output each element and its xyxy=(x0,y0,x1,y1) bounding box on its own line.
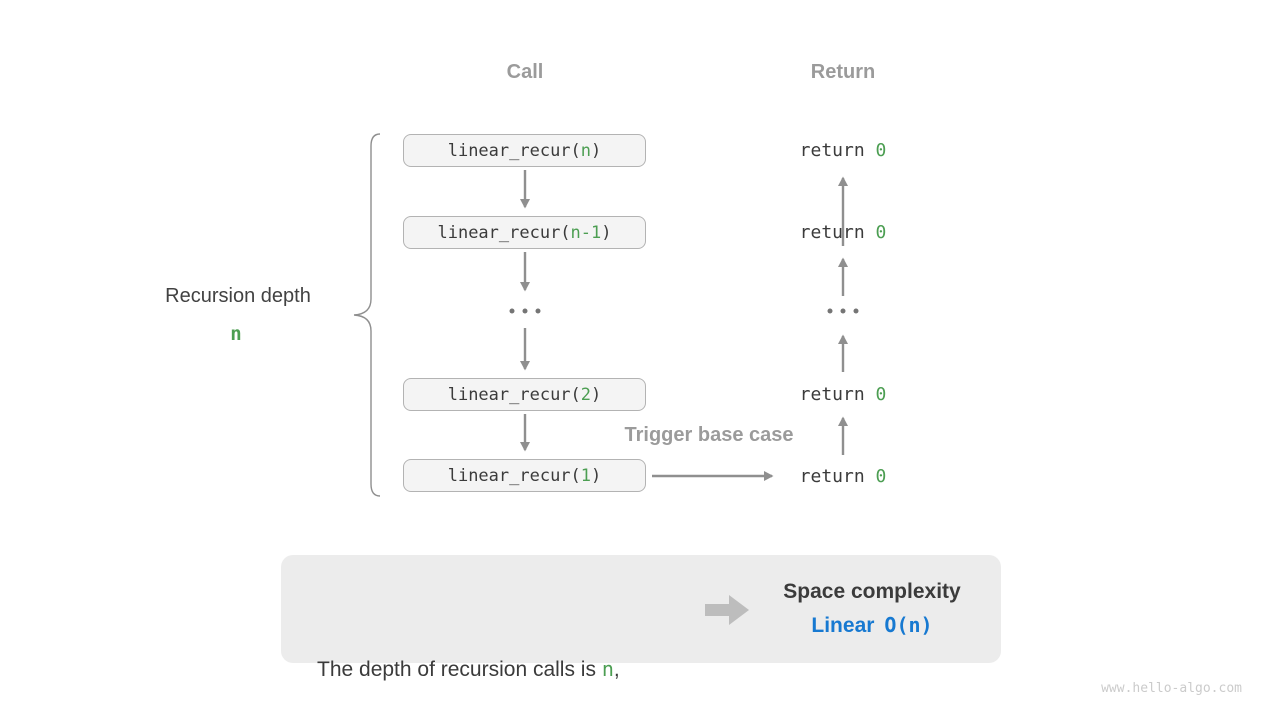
dot xyxy=(827,308,833,314)
code-text: ) xyxy=(591,140,602,161)
code-arg: 1 xyxy=(580,465,592,486)
return-value: 0 xyxy=(875,222,887,243)
return-value: 0 xyxy=(875,466,887,487)
dot xyxy=(535,308,541,314)
summary-code-arg: n xyxy=(601,657,614,681)
code-text: linear_recur( xyxy=(447,384,581,405)
summary-description: The depth of recursion calls is n, using… xyxy=(317,572,620,720)
return-column-header: Return xyxy=(810,61,876,83)
recursion-depth-value: n xyxy=(230,323,242,345)
dot xyxy=(509,308,515,314)
return-statement-4: return 0 xyxy=(800,467,887,487)
space-complexity-title: Space complexity xyxy=(783,580,961,603)
call-column-header: Call xyxy=(506,61,544,83)
return-statement-2: return 0 xyxy=(800,223,887,243)
return-ellipsis xyxy=(827,308,859,314)
code-text: linear_recur( xyxy=(447,465,581,486)
dot xyxy=(840,308,846,314)
code-text: ) xyxy=(591,384,602,405)
return-keyword: return xyxy=(799,466,876,487)
call-box-row-4: linear_recur(1) xyxy=(403,459,646,492)
recursion-depth-label: Recursion depth xyxy=(165,285,311,307)
dot xyxy=(522,308,528,314)
space-complexity-value: Linear O(n) xyxy=(783,613,960,638)
code-text: ) xyxy=(591,465,602,486)
summary-conclusion: Space complexity Linear O(n) xyxy=(783,580,960,638)
code-text: linear_recur( xyxy=(437,222,571,243)
call-box-row-2: linear_recur(n-1) xyxy=(403,216,646,249)
return-statement-1: return 0 xyxy=(800,141,887,161)
return-keyword: return xyxy=(799,384,876,405)
call-box-row-1: linear_recur(n) xyxy=(403,134,646,167)
code-arg: n-1 xyxy=(570,222,602,243)
return-keyword: return xyxy=(799,140,876,161)
return-keyword: return xyxy=(799,222,876,243)
complexity-notation: O(n) xyxy=(884,613,933,637)
code-arg: n xyxy=(580,140,592,161)
call-box-row-3: linear_recur(2) xyxy=(403,378,646,411)
summary-panel xyxy=(281,555,1001,663)
return-value: 0 xyxy=(875,140,887,161)
summary-line-1: The depth of recursion calls is n, xyxy=(317,650,620,689)
implies-arrow-icon xyxy=(705,595,749,625)
trigger-base-case-label: Trigger base case xyxy=(624,424,794,446)
code-arg: 2 xyxy=(580,384,592,405)
call-ellipsis xyxy=(509,308,541,314)
code-text: linear_recur( xyxy=(447,140,581,161)
recursion-depth-brace xyxy=(353,133,381,497)
summary-text-fragment: , xyxy=(613,658,620,681)
summary-text-fragment: The depth of recursion calls is xyxy=(317,658,602,681)
return-value: 0 xyxy=(875,384,887,405)
complexity-word: Linear xyxy=(811,614,875,637)
code-text: ) xyxy=(601,222,612,243)
watermark: www.hello-algo.com xyxy=(1101,681,1242,696)
dot xyxy=(853,308,859,314)
return-statement-3: return 0 xyxy=(800,385,887,405)
